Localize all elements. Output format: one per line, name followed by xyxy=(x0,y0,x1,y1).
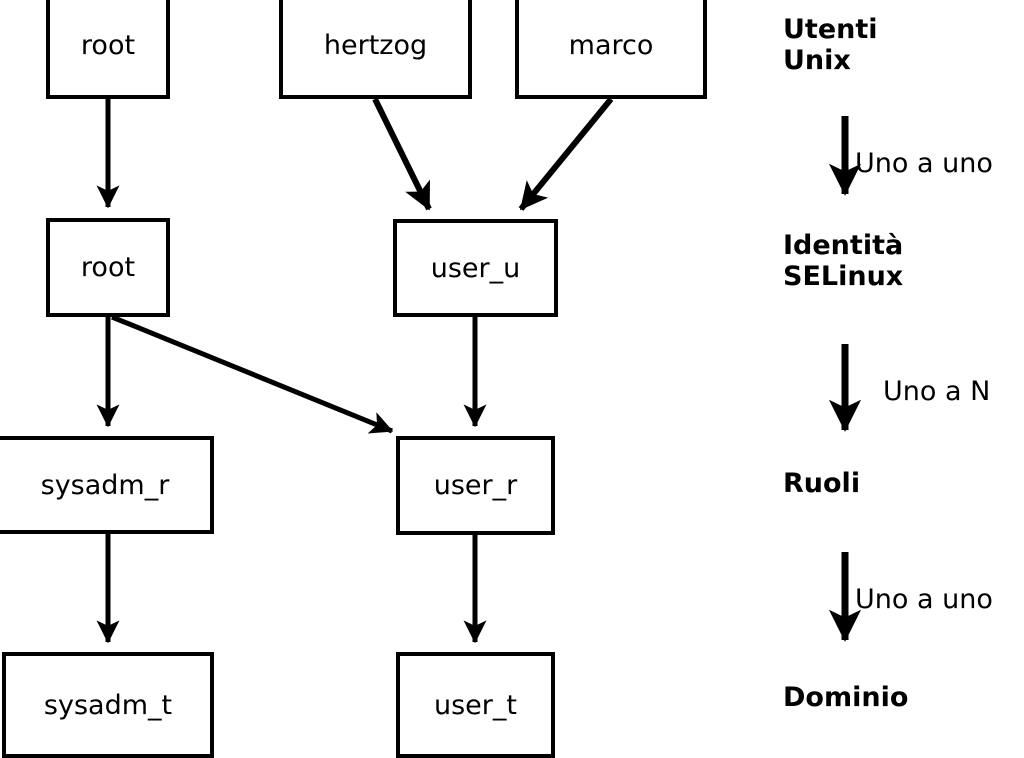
node-label: root xyxy=(80,252,136,283)
node-role-user_r[interactable]: user_r xyxy=(396,436,555,535)
legend-level-identita-selinux: Identità SELinux xyxy=(783,230,904,293)
node-label: hertzog xyxy=(323,30,428,61)
node-unix-marco[interactable]: marco xyxy=(515,0,707,99)
legend-level-ruoli: Ruoli xyxy=(783,468,861,499)
node-label: user_r xyxy=(433,470,518,501)
node-label: marco xyxy=(568,30,654,61)
node-label: sysadm_t xyxy=(43,689,173,721)
node-dom-user_t[interactable]: user_t xyxy=(396,652,555,758)
node-unix-hertzog[interactable]: hertzog xyxy=(279,0,472,99)
node-label: user_t xyxy=(434,689,517,721)
legend-relation-uno-a-uno-1: Uno a uno xyxy=(855,148,993,179)
node-sel-user_u[interactable]: user_u xyxy=(393,219,558,317)
edge-unix-hertzog-to-sel-user_u xyxy=(372,97,432,211)
node-unix-root[interactable]: root xyxy=(46,0,170,99)
node-label: root xyxy=(80,30,136,61)
node-role-sysadm_r[interactable]: sysadm_r xyxy=(0,436,214,534)
node-dom-sysadm_t[interactable]: sysadm_t xyxy=(2,652,214,758)
legend-relation-uno-a-uno-2: Uno a uno xyxy=(855,584,993,615)
legend-relation-uno-a-n: Uno a N xyxy=(883,376,991,407)
legend-level-dominio: Dominio xyxy=(783,682,909,713)
legend-level-utenti-unix: Utenti Unix xyxy=(783,14,878,77)
edge-unix-marco-to-sel-user_u xyxy=(518,97,614,211)
node-label: user_u xyxy=(430,252,521,284)
edge-sel-root-to-role-user_r xyxy=(111,314,394,434)
node-sel-root[interactable]: root xyxy=(46,218,170,317)
node-label: sysadm_r xyxy=(40,469,170,501)
